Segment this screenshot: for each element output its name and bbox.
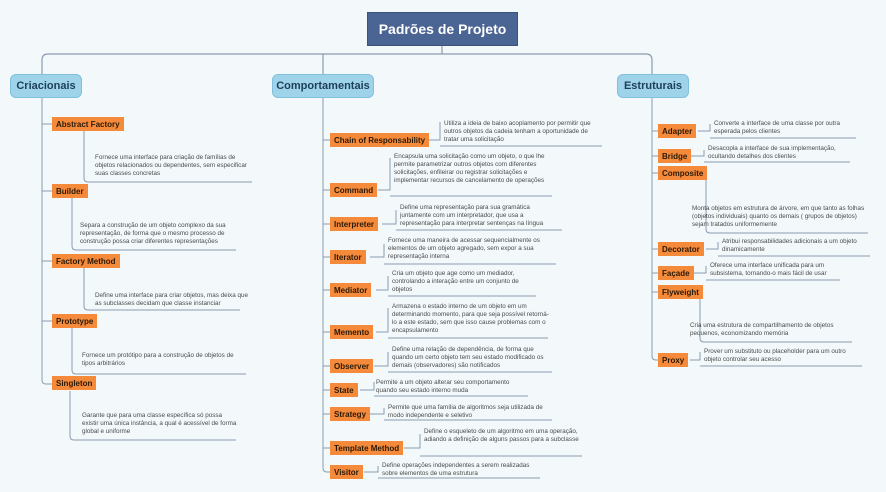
description-command: Encapsula uma solicitação como um objeto…	[394, 153, 545, 184]
pattern-chain-of-responsability[interactable]: Chain of Responsability	[330, 133, 430, 147]
pattern-state[interactable]: State	[330, 383, 358, 397]
description-mediator: Cria um objeto que age como um mediador,…	[392, 270, 519, 293]
category-comportamentais[interactable]: Comportamentais	[272, 74, 374, 98]
description-template-method: Define o esqueleto de um algoritmo em um…	[424, 428, 579, 443]
pattern-builder[interactable]: Builder	[52, 184, 88, 198]
description-bridge: Desacopla a interface de sua implementaç…	[708, 145, 836, 160]
pattern-factory-method[interactable]: Factory Method	[52, 254, 120, 268]
description-state: Permite a um objeto alterar seu comporta…	[376, 379, 510, 394]
pattern-singleton[interactable]: Singleton	[52, 376, 97, 390]
pattern-interpreter[interactable]: Interpreter	[330, 217, 379, 231]
description-abstract-factory: Fornece uma interface para criação de fa…	[95, 154, 247, 177]
pattern-visitor[interactable]: Visitor	[330, 465, 363, 479]
pattern-proxy[interactable]: Proxy	[658, 353, 689, 367]
description-chain-of-responsability: Utiliza a ideia de baixo acoplamento por…	[444, 120, 591, 143]
pattern-prototype[interactable]: Prototype	[52, 314, 98, 328]
description-factory-method: Define uma interface para criar objetos,…	[95, 292, 248, 307]
pattern-flyweight[interactable]: Flyweight	[658, 285, 703, 299]
pattern-composite[interactable]: Composite	[658, 166, 708, 180]
description-flyweight: Cria uma estrutura de compartilhamento d…	[690, 322, 834, 337]
pattern-command[interactable]: Command	[330, 183, 378, 197]
pattern-memento[interactable]: Memento	[330, 325, 374, 339]
root-title: Padrões de Projeto	[367, 12, 518, 46]
pattern-adapter[interactable]: Adapter	[658, 124, 697, 138]
pattern-facade[interactable]: Façade	[658, 266, 694, 280]
description-adapter: Converte a interface de uma classe por o…	[714, 120, 841, 135]
description-builder: Separa a construção de um objeto complex…	[80, 222, 226, 245]
pattern-bridge[interactable]: Bridge	[658, 149, 692, 163]
category-criacionais[interactable]: Criacionais	[10, 74, 82, 98]
pattern-iterator[interactable]: Iterator	[330, 250, 366, 264]
pattern-mediator[interactable]: Mediator	[330, 283, 372, 297]
pattern-decorator[interactable]: Decorator	[658, 242, 704, 256]
description-facade: Oferece uma interface unificada para um …	[710, 262, 827, 277]
pattern-template-method[interactable]: Template Method	[330, 441, 404, 455]
description-singleton: Garante que para uma classe específica s…	[82, 412, 237, 435]
description-observer: Define uma relação de dependência, de fo…	[392, 346, 544, 369]
description-decorator: Atribui responsabilidades adicionais a u…	[722, 238, 857, 253]
pattern-observer[interactable]: Observer	[330, 359, 374, 373]
category-estruturais[interactable]: Estruturais	[617, 74, 689, 98]
description-iterator: Fornece uma maneira de acessar sequencia…	[388, 237, 540, 260]
description-strategy: Permite que uma família de algoritmos se…	[388, 404, 543, 419]
description-visitor: Define operações independentes a serem r…	[382, 462, 530, 477]
description-prototype: Fornece um protótipo para a construção d…	[82, 352, 234, 367]
description-interpreter: Define uma representação para sua gramát…	[400, 204, 544, 227]
pattern-abstract-factory[interactable]: Abstract Factory	[52, 117, 124, 131]
description-memento: Armazena o estado interno de um objeto e…	[392, 303, 549, 334]
description-composite: Monta objetos em estrutura de árvore, em…	[692, 205, 865, 228]
pattern-strategy[interactable]: Strategy	[330, 407, 371, 421]
description-proxy: Prover um substituto ou placeholder para…	[704, 348, 846, 363]
